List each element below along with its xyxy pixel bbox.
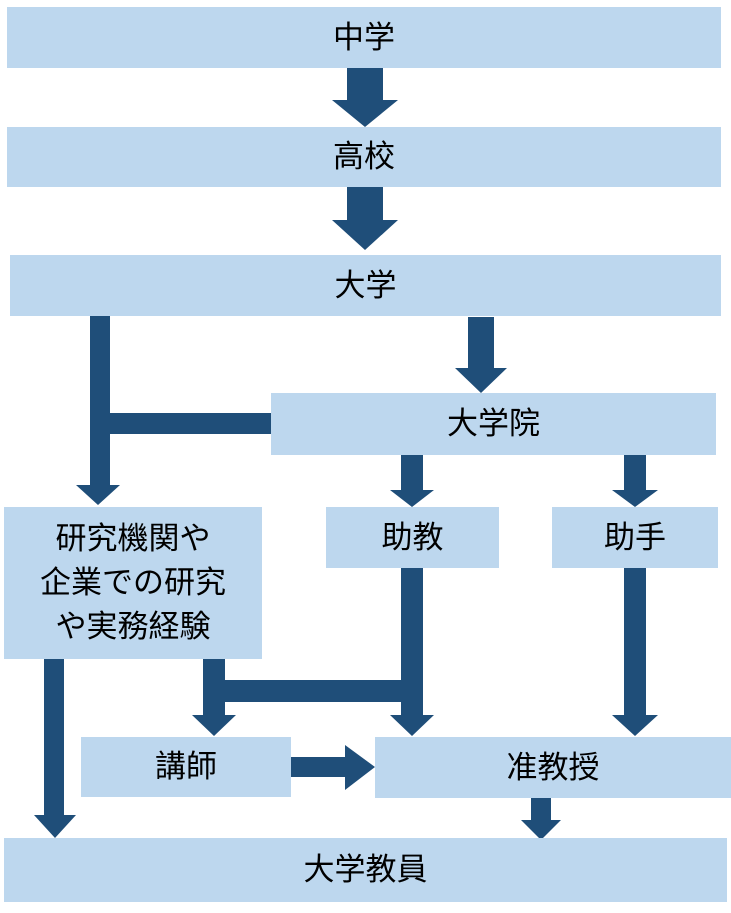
research-line-1: 研究機関や	[55, 521, 211, 557]
research-line-3: や実務経験	[55, 609, 211, 645]
node-university: 大学	[10, 255, 721, 316]
arrow-graduate-school-to-assistant	[612, 453, 658, 507]
arrow-research-to-lecturer	[192, 659, 236, 736]
arrow-assistant-to-associate-professor	[612, 568, 658, 736]
arrow-associate-professor-to-university-faculty	[521, 798, 561, 840]
node-graduate-school: 大学院	[271, 393, 716, 455]
arrow-research-to-university-faculty	[34, 659, 76, 838]
connector-graduate-school-to-research	[108, 413, 272, 434]
node-associate-professor: 准教授	[375, 737, 731, 798]
arrow-high-school-to-university	[332, 187, 398, 250]
research-line-2: 企業での研究	[40, 565, 226, 601]
arrow-junior-high-to-high-school	[332, 68, 398, 127]
arrow-graduate-school-to-assistant-professor	[390, 453, 434, 507]
arrow-university-to-research	[76, 314, 120, 505]
connector-research-to-associate-professor	[223, 680, 403, 702]
node-lecturer: 講師	[81, 737, 291, 797]
node-assistant: 助手	[552, 507, 718, 568]
node-research-experience: 研究機関や 企業での研究 や実務経験	[4, 507, 262, 659]
arrow-assistant-professor-to-associate-professor	[390, 568, 434, 736]
node-junior-high: 中学	[7, 7, 721, 68]
node-university-faculty: 大学教員	[4, 838, 727, 902]
node-assistant-professor: 助教	[326, 507, 499, 568]
arrow-lecturer-to-associate-professor	[291, 745, 375, 790]
arrow-university-to-graduate-school	[455, 317, 507, 393]
node-high-school: 高校	[7, 127, 721, 187]
